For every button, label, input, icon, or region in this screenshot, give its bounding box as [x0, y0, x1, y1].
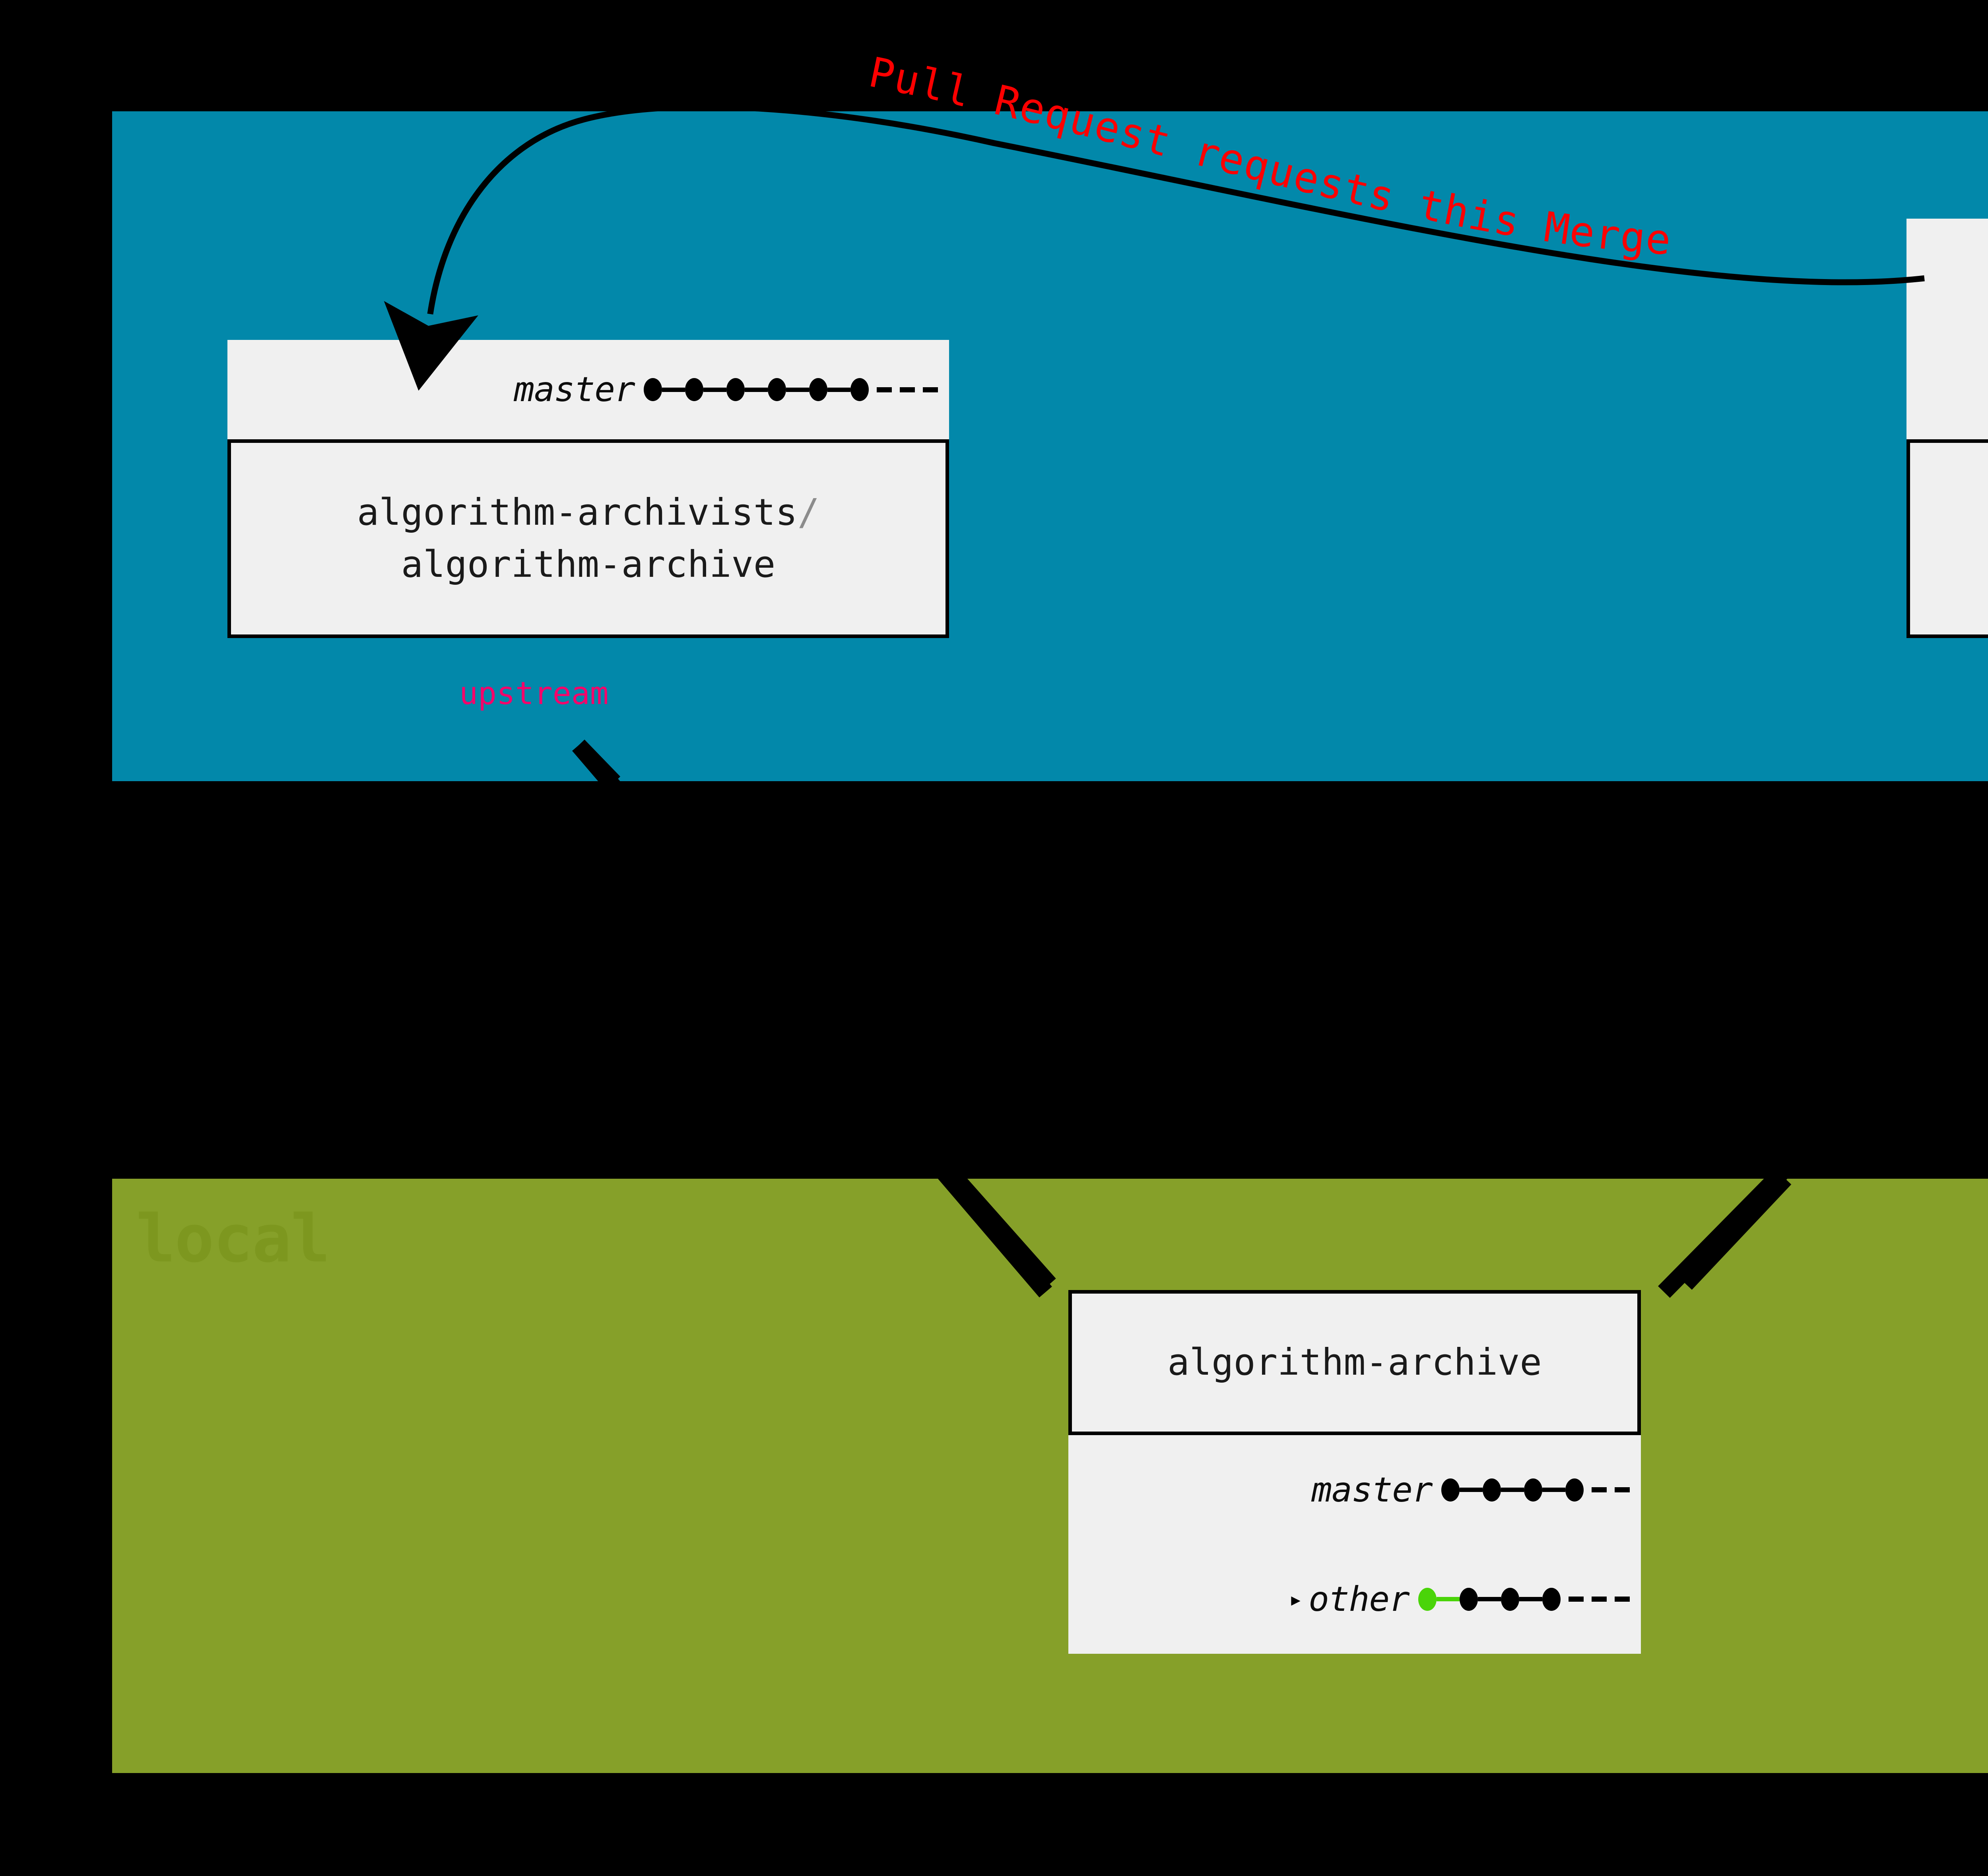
commit-link [786, 387, 809, 392]
commit-node [809, 378, 827, 401]
branch-row-local-other[interactable]: ▸ other [1068, 1579, 1641, 1619]
history-dash [900, 387, 915, 392]
commit-link [1519, 1597, 1542, 1601]
commit-node [1441, 1478, 1460, 1502]
commit-link [745, 387, 768, 392]
gap-mask [0, 781, 1988, 1179]
repo-owner-line: algorithm-archivists/ [357, 487, 819, 539]
commit-node [644, 378, 662, 401]
local-zone: local [112, 1179, 1988, 1773]
history-dash [877, 387, 892, 392]
history-dash [923, 387, 938, 392]
history-dash [1615, 1597, 1630, 1602]
commit-link [1501, 1488, 1524, 1492]
repo-name: algorithm-archive [401, 543, 776, 586]
commit-link [1478, 1597, 1501, 1601]
branch-panel-origin: other master [1906, 219, 1988, 439]
commit-node [768, 378, 786, 401]
branch-row-local-master[interactable]: master [1068, 1470, 1641, 1510]
repo-name-box-origin[interactable]: your-name/ algorithm-archive [1906, 439, 1988, 638]
commit-link [827, 387, 850, 392]
branch-row-upstream-master[interactable]: master [227, 370, 949, 409]
history-dash [1615, 1487, 1630, 1492]
local-zone-watermark: local [136, 1201, 330, 1277]
branch-panel-upstream: master [227, 340, 949, 439]
remote-label-upstream: upstream [459, 676, 609, 712]
commit-node [685, 378, 703, 401]
commit-node [726, 378, 745, 401]
commit-link [1437, 1597, 1460, 1601]
commit-link [703, 387, 726, 392]
repo-card-origin[interactable]: other master your-name/ algorithm-archiv… [1906, 219, 1988, 638]
history-dash [1592, 1597, 1607, 1602]
branch-panel-local: master ▸ other [1068, 1435, 1641, 1654]
repo-card-upstream[interactable]: master algorithm-archivists/ algorithm-a… [227, 340, 949, 638]
repo-card-local[interactable]: algorithm-archive master ▸ other [1068, 1290, 1641, 1654]
branch-label: master [514, 370, 635, 409]
repo-owner: algorithm-archivists [357, 491, 798, 534]
branch-row-origin-other[interactable]: other [1906, 254, 1988, 294]
repo-separator: / [797, 491, 820, 534]
commit-link [1542, 1488, 1565, 1492]
commit-link [662, 387, 685, 392]
commit-node [1565, 1478, 1584, 1502]
commit-node [1501, 1587, 1519, 1611]
repo-name-box-local[interactable]: algorithm-archive [1068, 1290, 1641, 1435]
repo-name: algorithm-archive [1167, 1341, 1542, 1384]
commit-node [850, 378, 869, 401]
repo-name-box-upstream[interactable]: algorithm-archivists/ algorithm-archive [227, 439, 949, 638]
branch-label: other [1309, 1579, 1410, 1619]
history-dash [1569, 1597, 1584, 1602]
history-dash [1592, 1487, 1607, 1492]
commit-graph-local-other [1418, 1587, 1630, 1611]
commit-link [1460, 1488, 1483, 1492]
commit-node [1418, 1587, 1437, 1611]
branch-row-origin-master[interactable]: master [1906, 364, 1988, 404]
commit-node [1483, 1478, 1501, 1502]
current-branch-marker-icon: ▸ [1288, 1585, 1303, 1613]
commit-node [1542, 1587, 1561, 1611]
commit-graph-upstream-master [644, 378, 938, 401]
commit-node [1460, 1587, 1478, 1611]
commit-node [1524, 1478, 1542, 1502]
branch-label: master [1311, 1470, 1433, 1510]
commit-graph-local-master [1441, 1478, 1630, 1502]
